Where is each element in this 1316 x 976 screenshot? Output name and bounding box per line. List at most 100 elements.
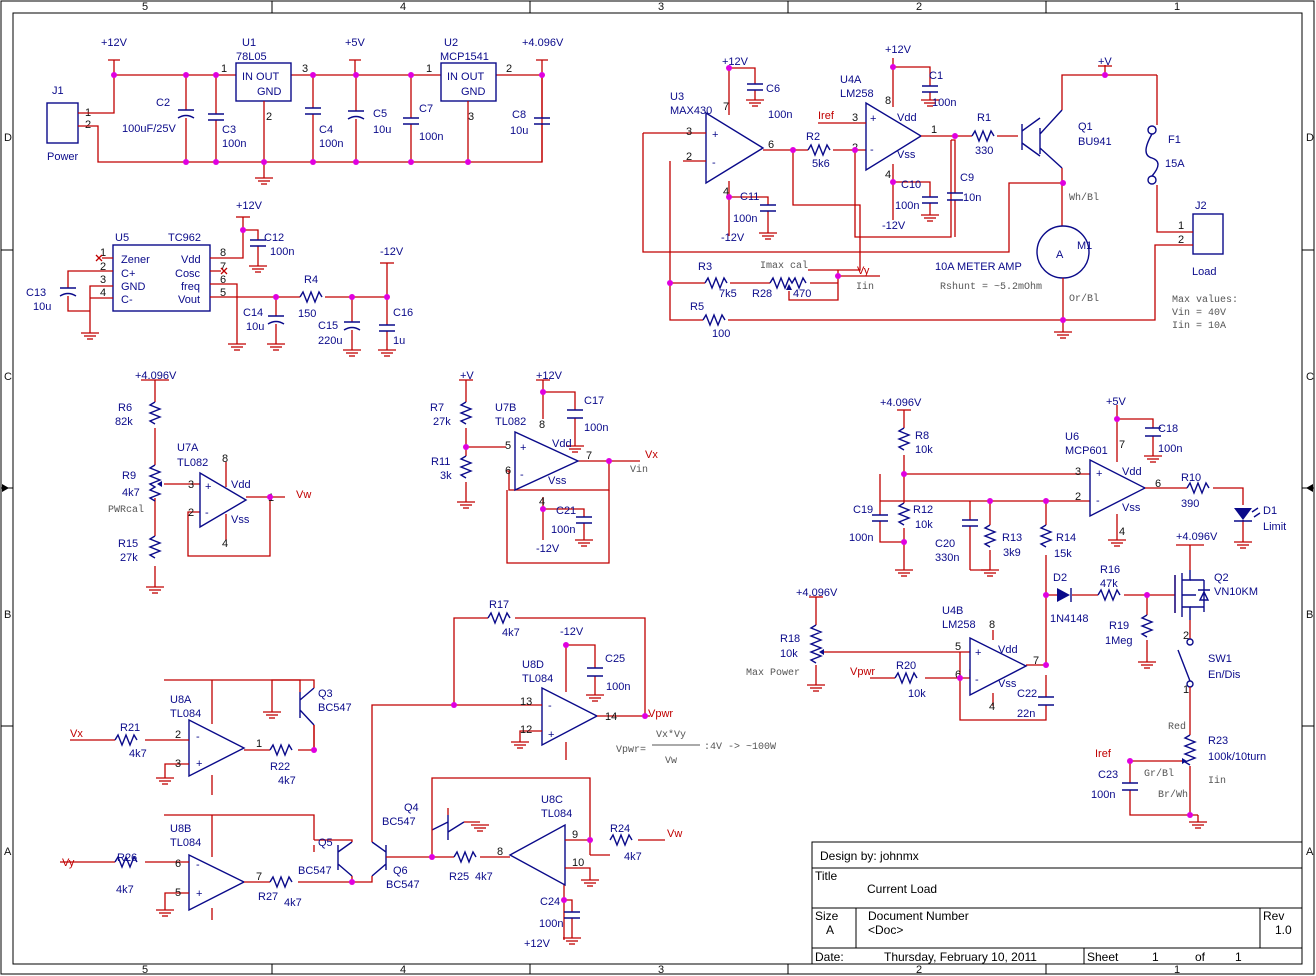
j2-label: J2 [1195,200,1207,212]
supply-label: -12V [536,543,560,555]
u6-part: MCP601 [1065,445,1108,457]
svg-text:4: 4 [222,538,228,550]
svg-text:Vdd: Vdd [231,479,251,491]
wire-color: Wh/Bl [1069,192,1099,204]
r6-label: R6 [118,402,132,414]
r4-label: R4 [304,274,318,286]
r18-label: R18 [780,633,800,645]
pin-label: 5 [220,287,226,299]
formula-lhs: Vpwr= [616,745,646,756]
c20-value: 330n [935,552,959,564]
c13-label: C13 [26,287,46,299]
r17-label: R17 [489,599,509,611]
svg-text:10: 10 [572,857,584,869]
svg-text:+: + [196,758,202,770]
r2-value: 5k6 [812,158,830,170]
svg-text:6: 6 [505,465,511,477]
svg-text:13: 13 [520,696,532,708]
svg-text:2: 2 [686,151,692,163]
svg-text:3: 3 [686,126,692,138]
svg-text:5: 5 [505,440,511,452]
r18-value: 10k [780,648,798,660]
c5-label: C5 [373,108,387,120]
net-vpwr: Vpwr [648,708,673,720]
net-vy: Vy [857,265,870,277]
c20-label: C20 [935,538,955,550]
col-label: 2 [916,964,922,976]
svg-text:7: 7 [1119,439,1125,451]
q6-label: Q6 [393,865,408,877]
r21-value: 4k7 [129,748,147,760]
regulator-u1 [235,62,292,102]
u1-pins: IN OUT [242,71,280,83]
pin-name: C+ [121,268,135,280]
sw1-label: SW1 [1208,653,1232,665]
r22-value: 4k7 [278,775,296,787]
supply-label: +4.096V [796,587,838,599]
c7-value: 100n [419,131,443,143]
pin-label: 7 [220,261,226,273]
svg-text:3: 3 [852,112,858,124]
c13-value: 10u [33,301,51,313]
svg-text:+: + [520,442,526,454]
u1-gnd: GND [257,86,282,98]
supply-label: +4.096V [135,370,177,382]
vin-sense-section: +V +12V -12V R7 27k R11 3k U7B TL082 C17… [430,370,658,564]
svg-text:4: 4 [989,701,995,713]
r14-label: R14 [1056,532,1076,544]
q1-part: BU941 [1078,136,1112,148]
pin-name: Vdd [181,254,201,266]
svg-text:Vss: Vss [548,475,567,487]
r15-value: 27k [120,552,138,564]
col-label: 1 [1174,964,1180,976]
transistor-q6 [352,704,454,883]
svg-text:7: 7 [723,101,729,113]
c15-value: 220u [318,335,342,347]
row-label: C [1306,371,1314,383]
c24-value: 100n [539,918,563,930]
f1-value: 15A [1165,158,1185,170]
c16-label: C16 [393,307,413,319]
r1-label: R1 [977,112,991,124]
u8b-part: TL084 [170,837,201,849]
net-vx: Vx [645,449,658,461]
opamp-u4b [969,636,1028,697]
opamp-u3 [705,111,765,185]
col-label: 4 [400,964,406,976]
r26-value: 4k7 [116,884,134,896]
u8d-label: U8D [522,659,544,671]
supply-label: +12V [101,37,128,49]
pin-label: 8 [220,247,226,259]
supply-label: +5V [345,37,366,49]
svg-text:-: - [205,507,209,519]
r13-label: R13 [1002,532,1022,544]
r18-note: Max Power [746,668,800,679]
formula-numerator: Vx*Vy [656,729,686,741]
c12-label: C12 [264,232,284,244]
pin-label: 4 [100,287,106,299]
svg-text:2: 2 [1178,234,1184,246]
svg-text:-: - [870,144,874,156]
c1-label: C1 [929,70,943,82]
formula-denominator: Vw [665,756,677,767]
max-values-line: Max values: [1172,294,1238,306]
r7-label: R7 [430,402,444,414]
max-values-line: Iin = 10A [1172,320,1226,332]
row-label: D [4,132,12,144]
svg-text:2: 2 [1183,630,1189,642]
r12-label: R12 [913,504,933,516]
q3-label: Q3 [318,688,333,700]
sw1-name: En/Dis [1208,669,1241,681]
c10-value: 100n [895,200,919,212]
col-label: 5 [142,1,148,13]
q1-label: Q1 [1078,121,1093,133]
f1-label: F1 [1168,134,1181,146]
connector-j1 [46,102,79,144]
supply-label: -12V [721,232,745,244]
j1-label: J1 [52,85,64,97]
r1-value: 330 [975,145,993,157]
c14-value: 10u [246,321,264,333]
u2-label: U2 [444,37,458,49]
formula-note: :4V -> ~100W [704,742,776,753]
